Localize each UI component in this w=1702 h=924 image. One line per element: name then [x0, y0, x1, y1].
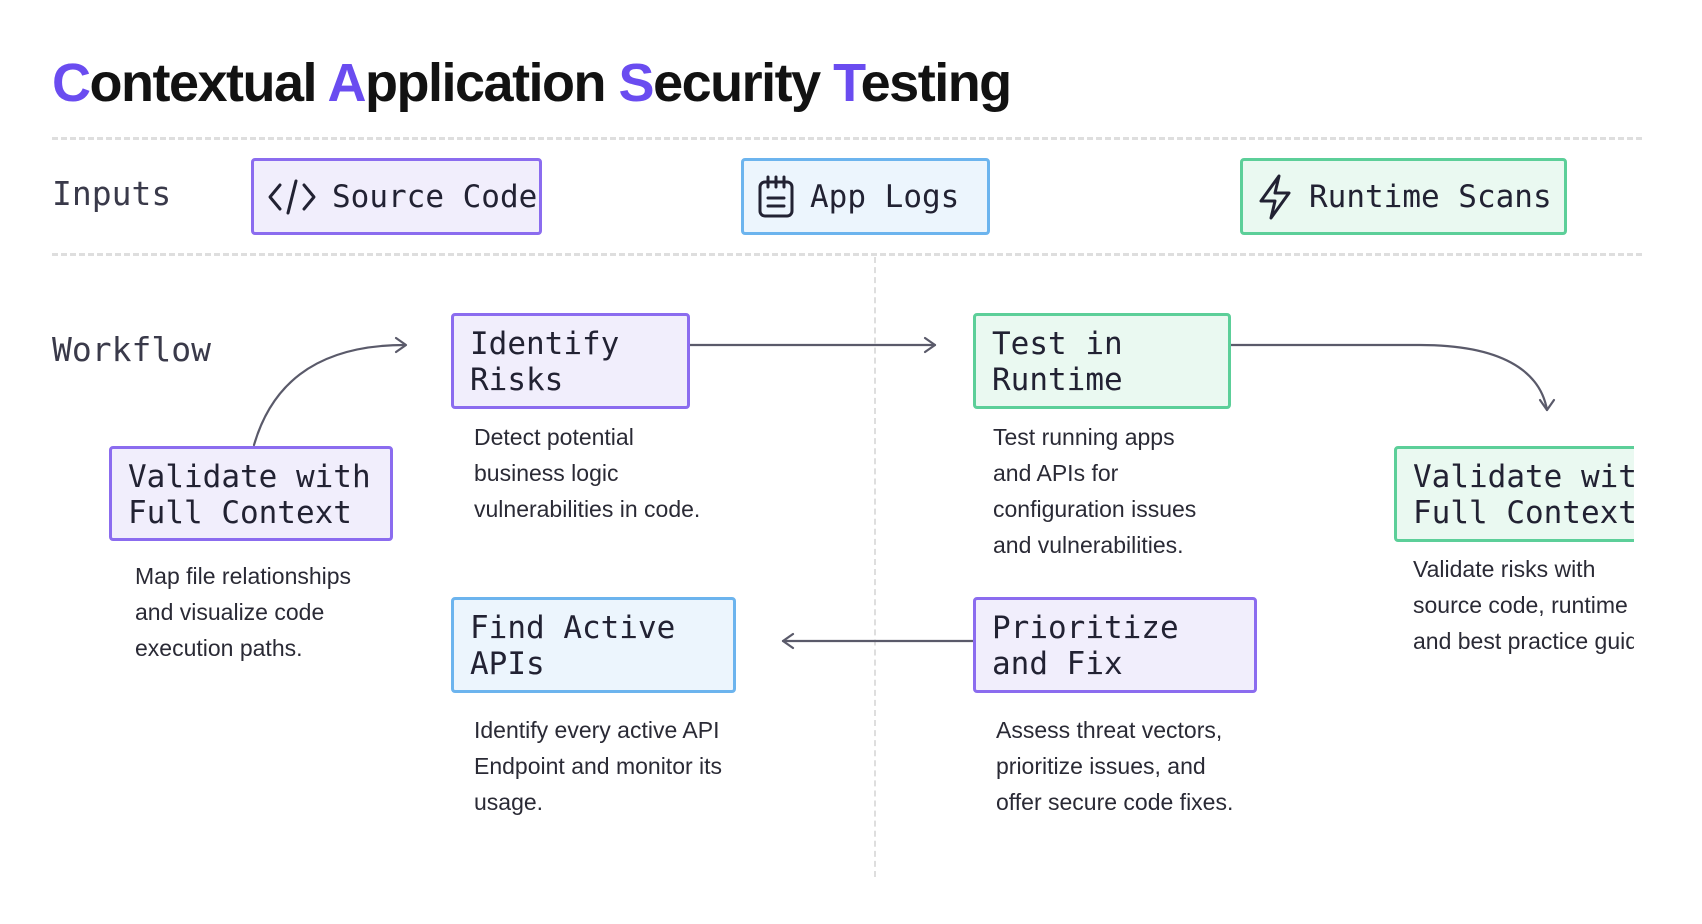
- notepad-icon: [758, 175, 794, 217]
- step-prioritize-desc: Assess threat vectors, prioritize issues…: [996, 717, 1234, 815]
- input-runtime-scans-label: Runtime Scans: [1309, 178, 1552, 215]
- step-validate-left: Validate with Full Context: [109, 446, 393, 541]
- workflow-label: Workflow: [52, 330, 211, 369]
- input-source-code-label: Source Code: [332, 178, 538, 215]
- step-test-runtime-desc: Test running apps and APIs for configura…: [993, 424, 1197, 558]
- title-word-3: Security: [618, 53, 834, 113]
- arrow-test-to-validate: [1228, 343, 1549, 412]
- title-word-4: Testing: [833, 53, 1012, 113]
- step-identify-risks-desc: Detect potential business logic vulnerab…: [474, 424, 701, 522]
- arrow-head-test-to-validate: [1538, 398, 1556, 412]
- input-app-logs-label: App Logs: [810, 178, 960, 215]
- divider-middle: [52, 253, 1642, 256]
- title-word-1: Contextual: [52, 53, 328, 113]
- step-validate-left-desc: Map file relationships and visualize cod…: [135, 563, 352, 661]
- page-title: Contextual Application Security Testing: [52, 52, 1012, 114]
- step-find-apis-desc: Identify every active API Endpoint and m…: [474, 717, 723, 815]
- step-validate-right: Validate with Full Context: [1394, 446, 1634, 542]
- input-runtime-scans: Runtime Scans: [1240, 158, 1567, 235]
- step-test-runtime: Test in Runtime: [973, 313, 1231, 409]
- arrow-head-prioritize-to-find: [781, 632, 795, 650]
- right-column-clip: Validate with Full Context Validate risk…: [1390, 430, 1634, 730]
- step-find-apis: Find Active APIs: [451, 597, 736, 693]
- lightning-icon: [1259, 174, 1291, 219]
- arrow-head-validate-to-identify: [394, 336, 408, 354]
- step-identify-risks: Identify Risks: [451, 313, 690, 409]
- step-prioritize: Prioritize and Fix: [973, 597, 1257, 693]
- input-source-code: Source Code: [251, 158, 542, 235]
- arrow-validate-to-identify: [252, 343, 407, 447]
- divider-top: [52, 137, 1642, 140]
- title-word-2: Application: [327, 53, 619, 113]
- divider-vertical: [874, 257, 876, 877]
- step-validate-right-desc: Validate risks with source code, runtime…: [1413, 556, 1634, 654]
- code-icon: [268, 179, 316, 214]
- arrow-head-identify-to-test: [923, 336, 937, 354]
- inputs-label: Inputs: [52, 174, 172, 213]
- input-app-logs: App Logs: [741, 158, 990, 235]
